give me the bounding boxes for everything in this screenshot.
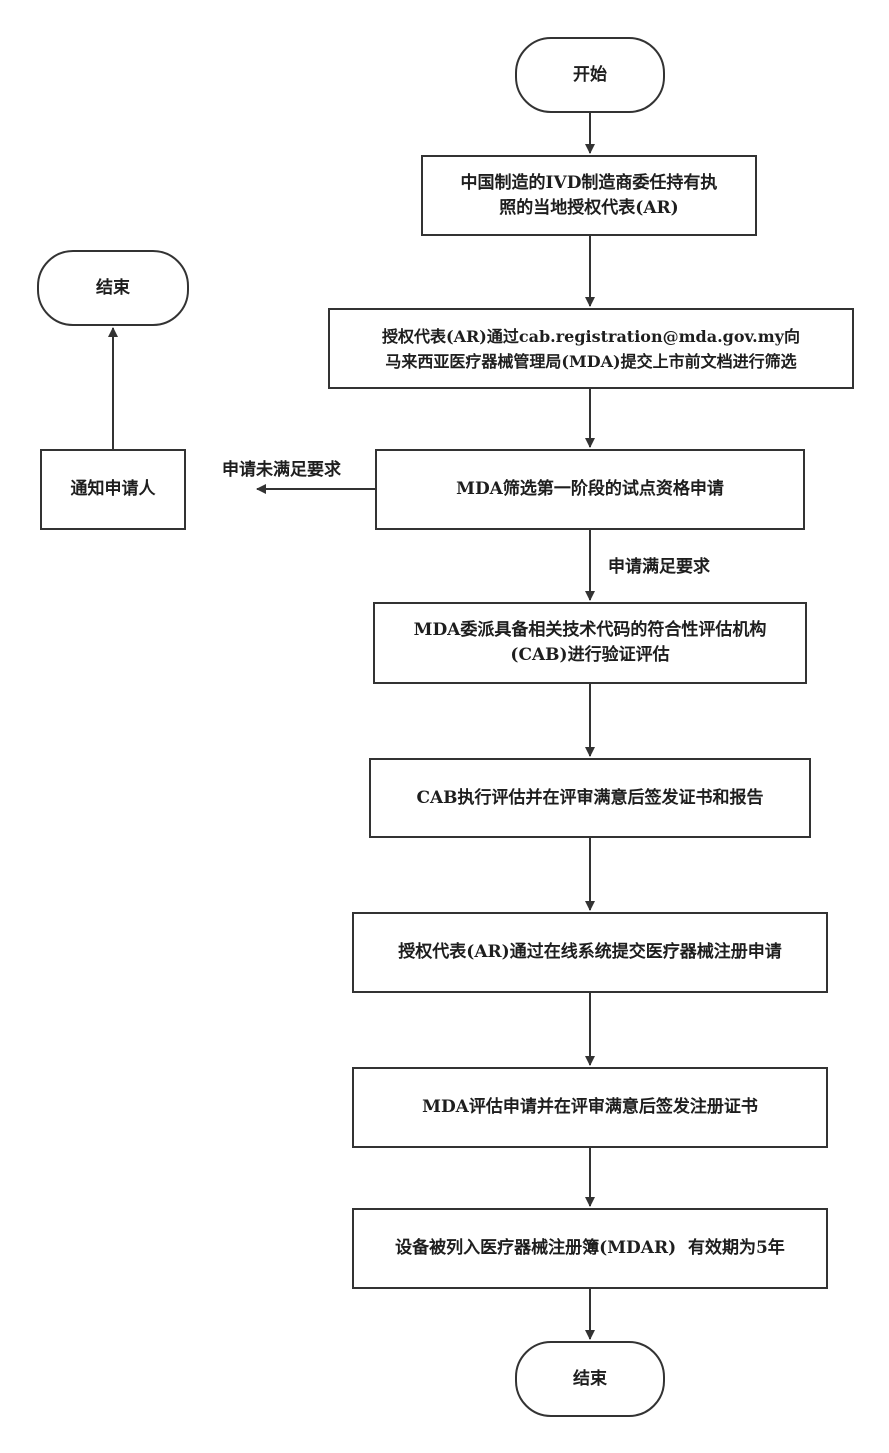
step-appoint-ar-line2: 照的当地授权代表(AR) — [499, 197, 679, 218]
end-node: 结束 — [515, 1341, 665, 1417]
step-listed-mdar-label: 设备被列入医疗器械注册簿(MDAR) 有效期为5年 — [395, 1238, 785, 1258]
edge-label-met: 申请满足要求 — [608, 557, 710, 577]
step-submit-premarket: 授权代表(AR)通过cab.registration@mda.gov.my向 马… — [328, 308, 854, 389]
step-assign-cab-line2: (CAB)进行验证评估 — [510, 645, 670, 665]
step-submit-premarket-line2: 马来西亚医疗器械管理局(MDA)提交上市前文档进行筛选 — [385, 351, 797, 371]
step-mda-certificate-label: MDA评估申请并在评审满意后签发注册证书 — [422, 1097, 758, 1117]
step-online-registration: 授权代表(AR)通过在线系统提交医疗器械注册申请 — [352, 912, 828, 993]
start-label: 开始 — [573, 64, 607, 85]
step-mda-certificate: MDA评估申请并在评审满意后签发注册证书 — [352, 1067, 828, 1148]
step-cab-assessment: CAB执行评估并在评审满意后签发证书和报告 — [369, 758, 811, 838]
step-cab-assessment-label: CAB执行评估并在评审满意后签发证书和报告 — [416, 787, 764, 808]
step-online-registration-label: 授权代表(AR)通过在线系统提交医疗器械注册申请 — [398, 942, 782, 962]
step-appoint-ar-line1: 中国制造的IVD制造商委任持有执 — [460, 172, 718, 193]
step-assign-cab: MDA委派具备相关技术代码的符合性评估机构 (CAB)进行验证评估 — [373, 602, 807, 684]
side-end-node: 结束 — [37, 250, 189, 326]
step-mda-screening: MDA筛选第一阶段的试点资格申请 — [375, 449, 805, 530]
end-label: 结束 — [573, 1368, 607, 1389]
step-listed-mdar: 设备被列入医疗器械注册簿(MDAR) 有效期为5年 — [352, 1208, 828, 1289]
notify-applicant-label: 通知申请人 — [70, 479, 156, 499]
step-appoint-ar: 中国制造的IVD制造商委任持有执 照的当地授权代表(AR) — [421, 155, 757, 236]
side-end-label: 结束 — [96, 277, 130, 298]
step-submit-premarket-line1: 授权代表(AR)通过cab.registration@mda.gov.my向 — [382, 326, 800, 346]
step-assign-cab-line1: MDA委派具备相关技术代码的符合性评估机构 — [413, 620, 767, 640]
edge-label-not-met: 申请未满足要求 — [222, 460, 341, 480]
step-mda-screening-label: MDA筛选第一阶段的试点资格申请 — [456, 479, 724, 499]
start-node: 开始 — [515, 37, 665, 113]
notify-applicant-node: 通知申请人 — [40, 449, 186, 530]
